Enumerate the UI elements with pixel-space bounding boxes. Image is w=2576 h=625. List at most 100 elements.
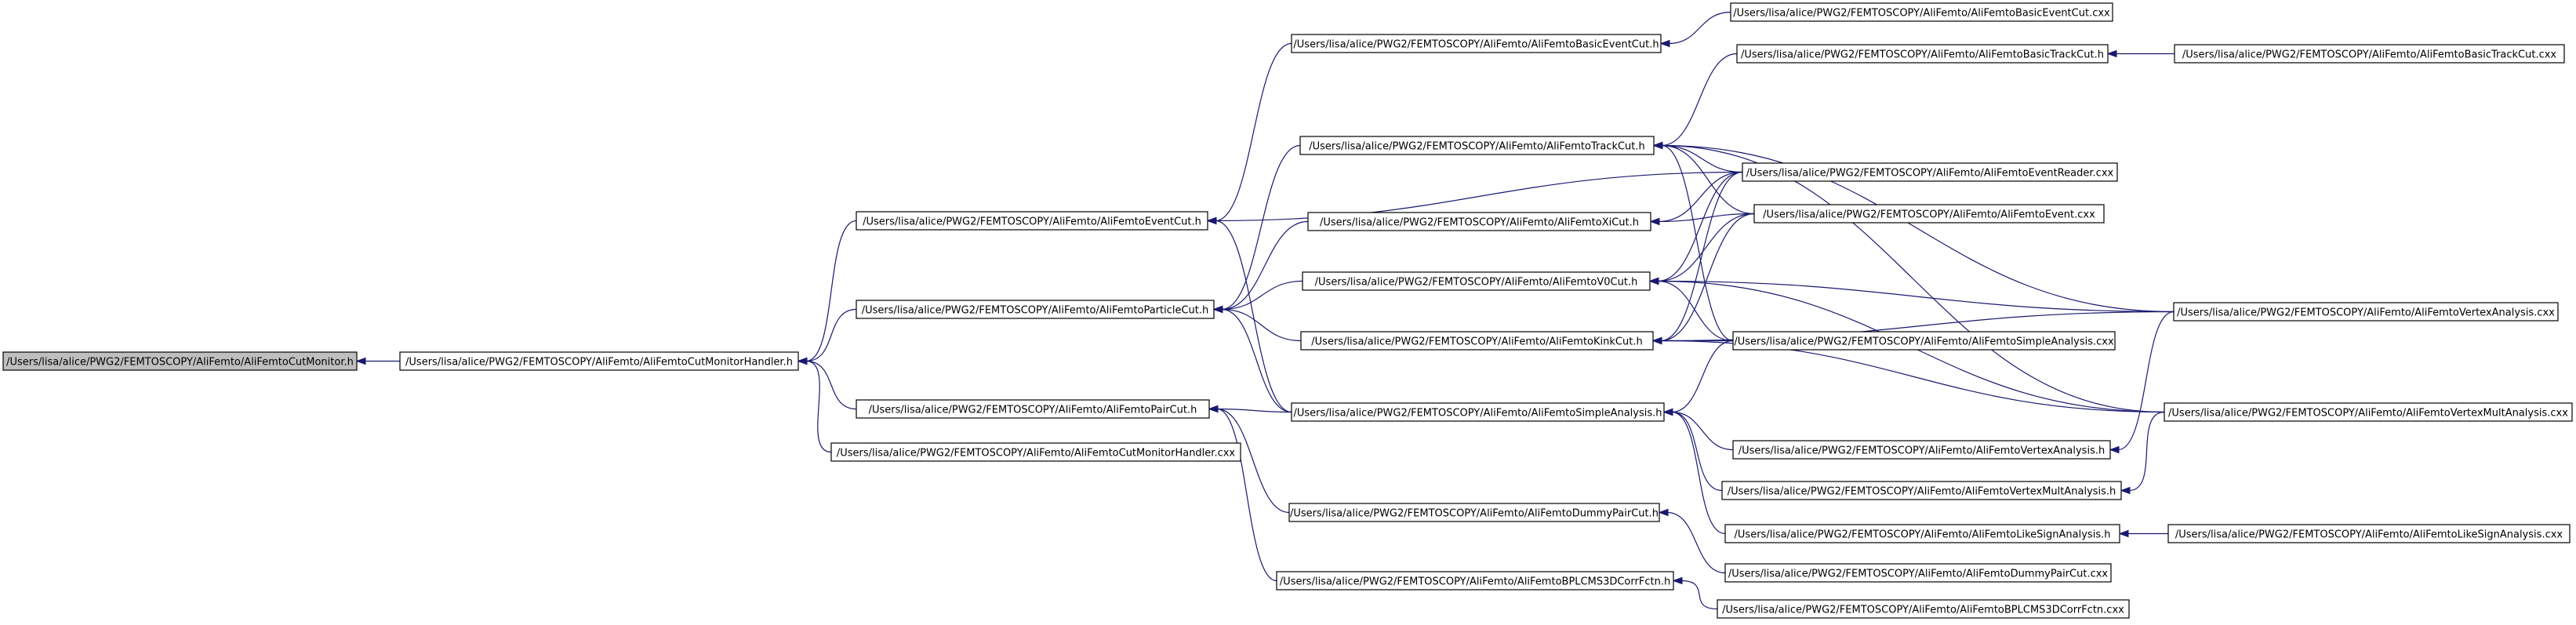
node-box [2, 351, 358, 371]
node-label: /Users/lisa/alice/PWG2/FEMTOSCOPY/AliFem… [2175, 529, 2563, 541]
node-label: /Users/lisa/alice/PWG2/FEMTOSCOPY/AliFem… [863, 216, 1201, 228]
graph-node-cutmonitorhandler-cxx[interactable]: /Users/lisa/alice/PWG2/FEMTOSCOPY/AliFem… [830, 442, 1241, 462]
node-label: /Users/lisa/alice/PWG2/FEMTOSCOPY/AliFem… [2168, 408, 2568, 420]
graph-node-vertexmultanalysis-cxx[interactable]: /Users/lisa/alice/PWG2/FEMTOSCOPY/AliFem… [2164, 402, 2573, 422]
graph-node-basictrackcut-cxx[interactable]: /Users/lisa/alice/PWG2/FEMTOSCOPY/AliFem… [2174, 44, 2565, 64]
node-box [1732, 331, 2116, 351]
edge-eventreader-cxx-to-v0cut-h [1648, 171, 1743, 285]
node-label: /Users/lisa/alice/PWG2/FEMTOSCOPY/AliFem… [1315, 277, 1638, 289]
edge-basiceventcut-h-to-eventcut-h [1206, 42, 1292, 225]
edge-vertexmultanalysis-h-to-simpleanalysis-h [1662, 408, 1723, 492]
node-box [1276, 571, 1674, 590]
edge-event-cxx-to-xicut-h [1649, 213, 1755, 226]
node-box [1753, 204, 2105, 223]
graph-node-simpleanalysis-h[interactable]: /Users/lisa/alice/PWG2/FEMTOSCOPY/AliFem… [1291, 402, 1665, 422]
edge-vertexmultanalysis-cxx-to-trackcut-h [1652, 141, 2165, 413]
edge-likesignanalysis-h-to-simpleanalysis-h [1662, 408, 1726, 535]
node-label: /Users/lisa/alice/PWG2/FEMTOSCOPY/AliFem… [1293, 408, 1662, 420]
node-box [1300, 331, 1654, 351]
edge-basiceventcut-cxx-to-basiceventcut-h [1659, 11, 1731, 48]
node-box [2174, 44, 2565, 64]
edge-dummypaircut-cxx-to-dummypaircut-h [1658, 508, 1726, 574]
node-label: /Users/lisa/alice/PWG2/FEMTOSCOPY/AliFem… [2182, 49, 2557, 61]
node-label: /Users/lisa/alice/PWG2/FEMTOSCOPY/AliFem… [1722, 605, 2124, 616]
edge-trackcut-h-to-particlecut-h [1212, 144, 1301, 314]
graph-node-vertexanalysis-cxx[interactable]: /Users/lisa/alice/PWG2/FEMTOSCOPY/AliFem… [2173, 302, 2559, 322]
graph-node-cutmonitorhandler-h[interactable]: /Users/lisa/alice/PWG2/FEMTOSCOPY/AliFem… [399, 351, 799, 371]
node-box [1721, 481, 2122, 500]
node-label: /Users/lisa/alice/PWG2/FEMTOSCOPY/AliFem… [869, 405, 1197, 416]
graph-node-trackcut-h[interactable]: /Users/lisa/alice/PWG2/FEMTOSCOPY/AliFem… [1299, 136, 1655, 155]
node-box [856, 399, 1210, 419]
node-label: /Users/lisa/alice/PWG2/FEMTOSCOPY/AliFem… [405, 357, 793, 369]
node-label: /Users/lisa/alice/PWG2/FEMTOSCOPY/AliFem… [6, 357, 354, 369]
edge-eventcut-h-to-cutmonitorhandler-h [797, 220, 857, 365]
node-label: /Users/lisa/alice/PWG2/FEMTOSCOPY/AliFem… [1290, 508, 1659, 520]
edge-simpleanalysis-cxx-to-simpleanalysis-h [1662, 340, 1734, 416]
graph-node-kinkcut-h[interactable]: /Users/lisa/alice/PWG2/FEMTOSCOPY/AliFem… [1300, 331, 1654, 351]
node-label: /Users/lisa/alice/PWG2/FEMTOSCOPY/AliFem… [837, 448, 1236, 460]
graph-node-event-cxx[interactable]: /Users/lisa/alice/PWG2/FEMTOSCOPY/AliFem… [1753, 204, 2105, 223]
node-label: /Users/lisa/alice/PWG2/FEMTOSCOPY/AliFem… [1293, 39, 1659, 51]
node-box [1742, 162, 2118, 182]
graph-node-xicut-h[interactable]: /Users/lisa/alice/PWG2/FEMTOSCOPY/AliFem… [1307, 212, 1651, 231]
node-box [399, 351, 799, 371]
node-label: /Users/lisa/alice/PWG2/FEMTOSCOPY/AliFem… [1733, 8, 2110, 20]
node-label: /Users/lisa/alice/PWG2/FEMTOSCOPY/AliFem… [1728, 486, 2116, 498]
edge-basictrackcut-h-to-trackcut-h [1652, 53, 1738, 150]
edge-bplcms3d-cxx-to-bplcms3d-h [1672, 576, 1718, 610]
node-label: /Users/lisa/alice/PWG2/FEMTOSCOPY/AliFem… [1734, 336, 2114, 348]
graph-node-vertexmultanalysis-h[interactable]: /Users/lisa/alice/PWG2/FEMTOSCOPY/AliFem… [1721, 481, 2122, 500]
edge-cutmonitorhandler-cxx-to-cutmonitorhandler-h [797, 357, 832, 453]
node-box [1291, 402, 1665, 422]
node-box [2173, 302, 2559, 322]
node-box [1717, 599, 2130, 619]
graph-node-basictrackcut-h[interactable]: /Users/lisa/alice/PWG2/FEMTOSCOPY/AliFem… [1736, 44, 2109, 64]
edge-vertexanalysis-h-to-simpleanalysis-h [1662, 408, 1734, 451]
graph-node-eventreader-cxx[interactable]: /Users/lisa/alice/PWG2/FEMTOSCOPY/AliFem… [1742, 162, 2118, 182]
graph-node-likesignanalysis-h[interactable]: /Users/lisa/alice/PWG2/FEMTOSCOPY/AliFem… [1724, 524, 2120, 543]
edge-likesignanalysis-cxx-to-likesignanalysis-h [2118, 529, 2168, 538]
graph-node-eventcut-h[interactable]: /Users/lisa/alice/PWG2/FEMTOSCOPY/AliFem… [856, 211, 1208, 231]
node-box [1730, 2, 2113, 22]
edge-vertexanalysis-cxx-to-vertexanalysis-h [2109, 311, 2175, 454]
node-box [830, 442, 1241, 462]
graph-node-likesignanalysis-cxx[interactable]: /Users/lisa/alice/PWG2/FEMTOSCOPY/AliFem… [2167, 524, 2571, 543]
graph-node-basiceventcut-cxx[interactable]: /Users/lisa/alice/PWG2/FEMTOSCOPY/AliFem… [1730, 2, 2113, 22]
node-box [1307, 212, 1651, 231]
node-label: /Users/lisa/alice/PWG2/FEMTOSCOPY/AliFem… [862, 305, 1209, 317]
node-label: /Users/lisa/alice/PWG2/FEMTOSCOPY/AliFem… [1309, 141, 1645, 153]
node-box [1291, 34, 1662, 53]
graph-node-dummypaircut-cxx[interactable]: /Users/lisa/alice/PWG2/FEMTOSCOPY/AliFem… [1724, 563, 2112, 583]
graph-node-dummypaircut-h[interactable]: /Users/lisa/alice/PWG2/FEMTOSCOPY/AliFem… [1288, 503, 1660, 522]
node-label: /Users/lisa/alice/PWG2/FEMTOSCOPY/AliFem… [1280, 576, 1670, 588]
node-label: /Users/lisa/alice/PWG2/FEMTOSCOPY/AliFem… [1746, 168, 2114, 180]
edge-paircut-h-to-cutmonitorhandler-h [797, 357, 857, 410]
edge-vertexanalysis-cxx-to-v0cut-h [1648, 277, 2175, 313]
edge-bplcms3d-h-to-paircut-h [1208, 405, 1277, 582]
graph-node-particlecut-h[interactable]: /Users/lisa/alice/PWG2/FEMTOSCOPY/AliFem… [856, 300, 1215, 319]
node-box [1724, 563, 2112, 583]
graph-node-simpleanalysis-cxx[interactable]: /Users/lisa/alice/PWG2/FEMTOSCOPY/AliFem… [1732, 331, 2116, 351]
node-label: /Users/lisa/alice/PWG2/FEMTOSCOPY/AliFem… [1320, 217, 1639, 229]
node-box [856, 300, 1215, 319]
node-label: /Users/lisa/alice/PWG2/FEMTOSCOPY/AliFem… [1739, 445, 2105, 457]
graph-node-v0cut-h[interactable]: /Users/lisa/alice/PWG2/FEMTOSCOPY/AliFem… [1302, 271, 1651, 291]
node-box [1736, 44, 2109, 64]
graph-node-bplcms3d-cxx[interactable]: /Users/lisa/alice/PWG2/FEMTOSCOPY/AliFem… [1717, 599, 2130, 619]
node-label: /Users/lisa/alice/PWG2/FEMTOSCOPY/AliFem… [1728, 569, 2109, 580]
node-box [1288, 503, 1660, 522]
graph-node-bplcms3d-h[interactable]: /Users/lisa/alice/PWG2/FEMTOSCOPY/AliFem… [1276, 571, 1674, 590]
edges-layer [355, 11, 2175, 610]
graph-node-paircut-h[interactable]: /Users/lisa/alice/PWG2/FEMTOSCOPY/AliFem… [856, 399, 1210, 419]
node-label: /Users/lisa/alice/PWG2/FEMTOSCOPY/AliFem… [1735, 529, 2111, 541]
graph-node-cutmonitor-h: /Users/lisa/alice/PWG2/FEMTOSCOPY/AliFem… [2, 351, 358, 371]
node-label: /Users/lisa/alice/PWG2/FEMTOSCOPY/AliFem… [1741, 49, 2104, 61]
node-label: /Users/lisa/alice/PWG2/FEMTOSCOPY/AliFem… [1311, 336, 1642, 348]
graph-node-vertexanalysis-h[interactable]: /Users/lisa/alice/PWG2/FEMTOSCOPY/AliFem… [1732, 440, 2111, 460]
graph-node-basiceventcut-h[interactable]: /Users/lisa/alice/PWG2/FEMTOSCOPY/AliFem… [1291, 34, 1662, 53]
node-box [1299, 136, 1655, 155]
edge-simpleanalysis-h-to-particlecut-h [1212, 305, 1292, 413]
